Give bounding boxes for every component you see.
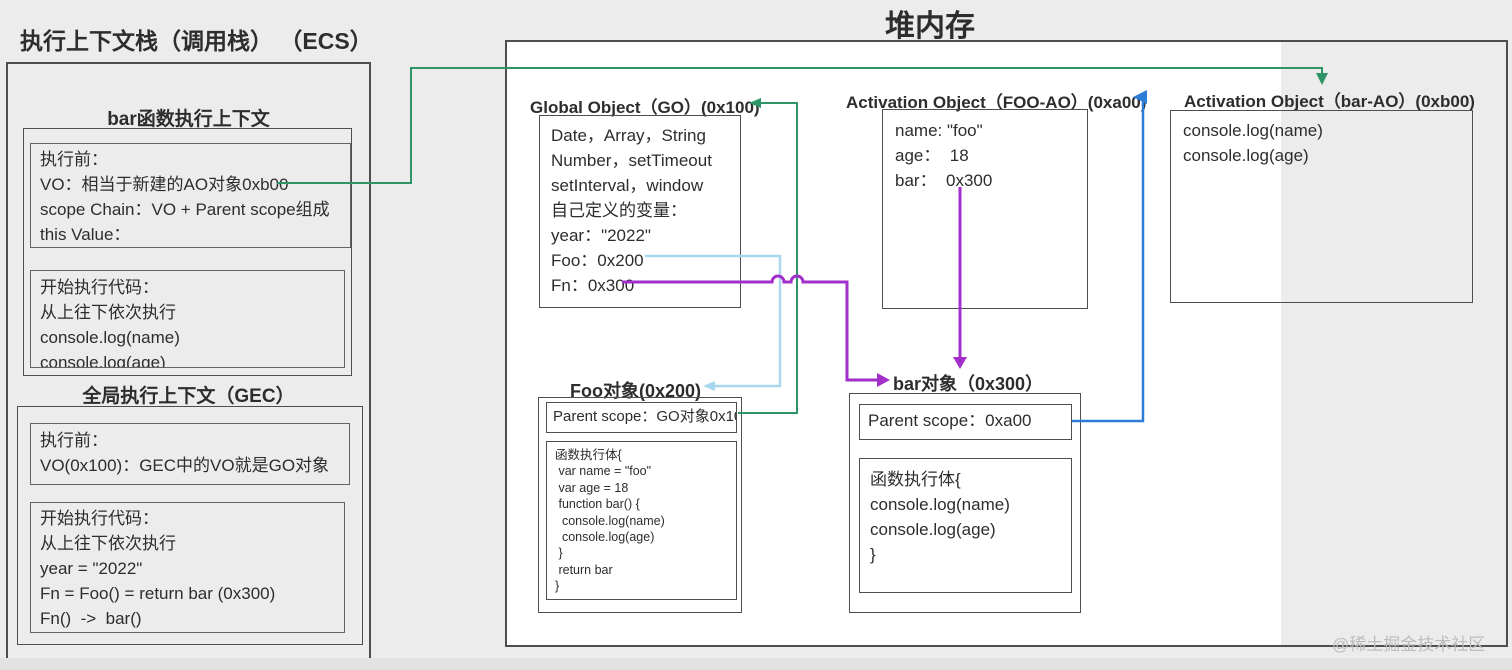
bar-context-exec-box: 开始执行代码： 从上往下依次执行 console.log(name) conso… [30,270,345,368]
global-object-box: Date，Array，String Number，setTimeout setI… [539,115,741,308]
bar-context-title: bar函数执行上下文 [107,109,270,130]
gec-exec-box: 开始执行代码： 从上往下依次执行 year = "2022" Fn = Foo(… [30,502,345,633]
foo-obj-code-box: 函数执行体{ var name = "foo" var age = 18 fun… [546,441,737,600]
gec-context-box [17,406,363,645]
bar-ao-box: console.log(name) console.log(age) [1170,110,1473,303]
bar-obj-box [849,393,1081,613]
heap-outer-box [505,40,1508,647]
bar-obj-title: bar对象（0x300） [893,374,1044,394]
foo-obj-parent-scope-box: Parent scope：GO对象0x100 [546,402,737,433]
bar-context-before-box: 执行前： VO：相当于新建的AO对象0xb00 scope Chain：VO +… [30,143,351,248]
bar-ao-title: Activation Object（bar-AO）(0xb00) [1184,92,1475,111]
ecs-title: 执行上下文栈（调用栈） （ECS） [20,28,373,54]
foo-ao-box: name: "foo" age： 18 bar： 0x300 [882,109,1088,309]
heap-title: 堆内存 [885,10,975,43]
bar-context-box [23,128,352,376]
bottom-strip [0,658,1512,670]
bar-obj-code-box: 函数执行体{ console.log(name) console.log(age… [859,458,1072,593]
gec-context-title: 全局执行上下文（GEC） [82,386,295,407]
bar-obj-parent-scope-box: Parent scope：0xa00 [859,404,1072,440]
watermark: @稀土掘金技术社区 [1332,635,1486,654]
foo-obj-box [538,397,742,613]
gec-before-box: 执行前： VO(0x100)：GEC中的VO就是GO对象 [30,423,350,485]
